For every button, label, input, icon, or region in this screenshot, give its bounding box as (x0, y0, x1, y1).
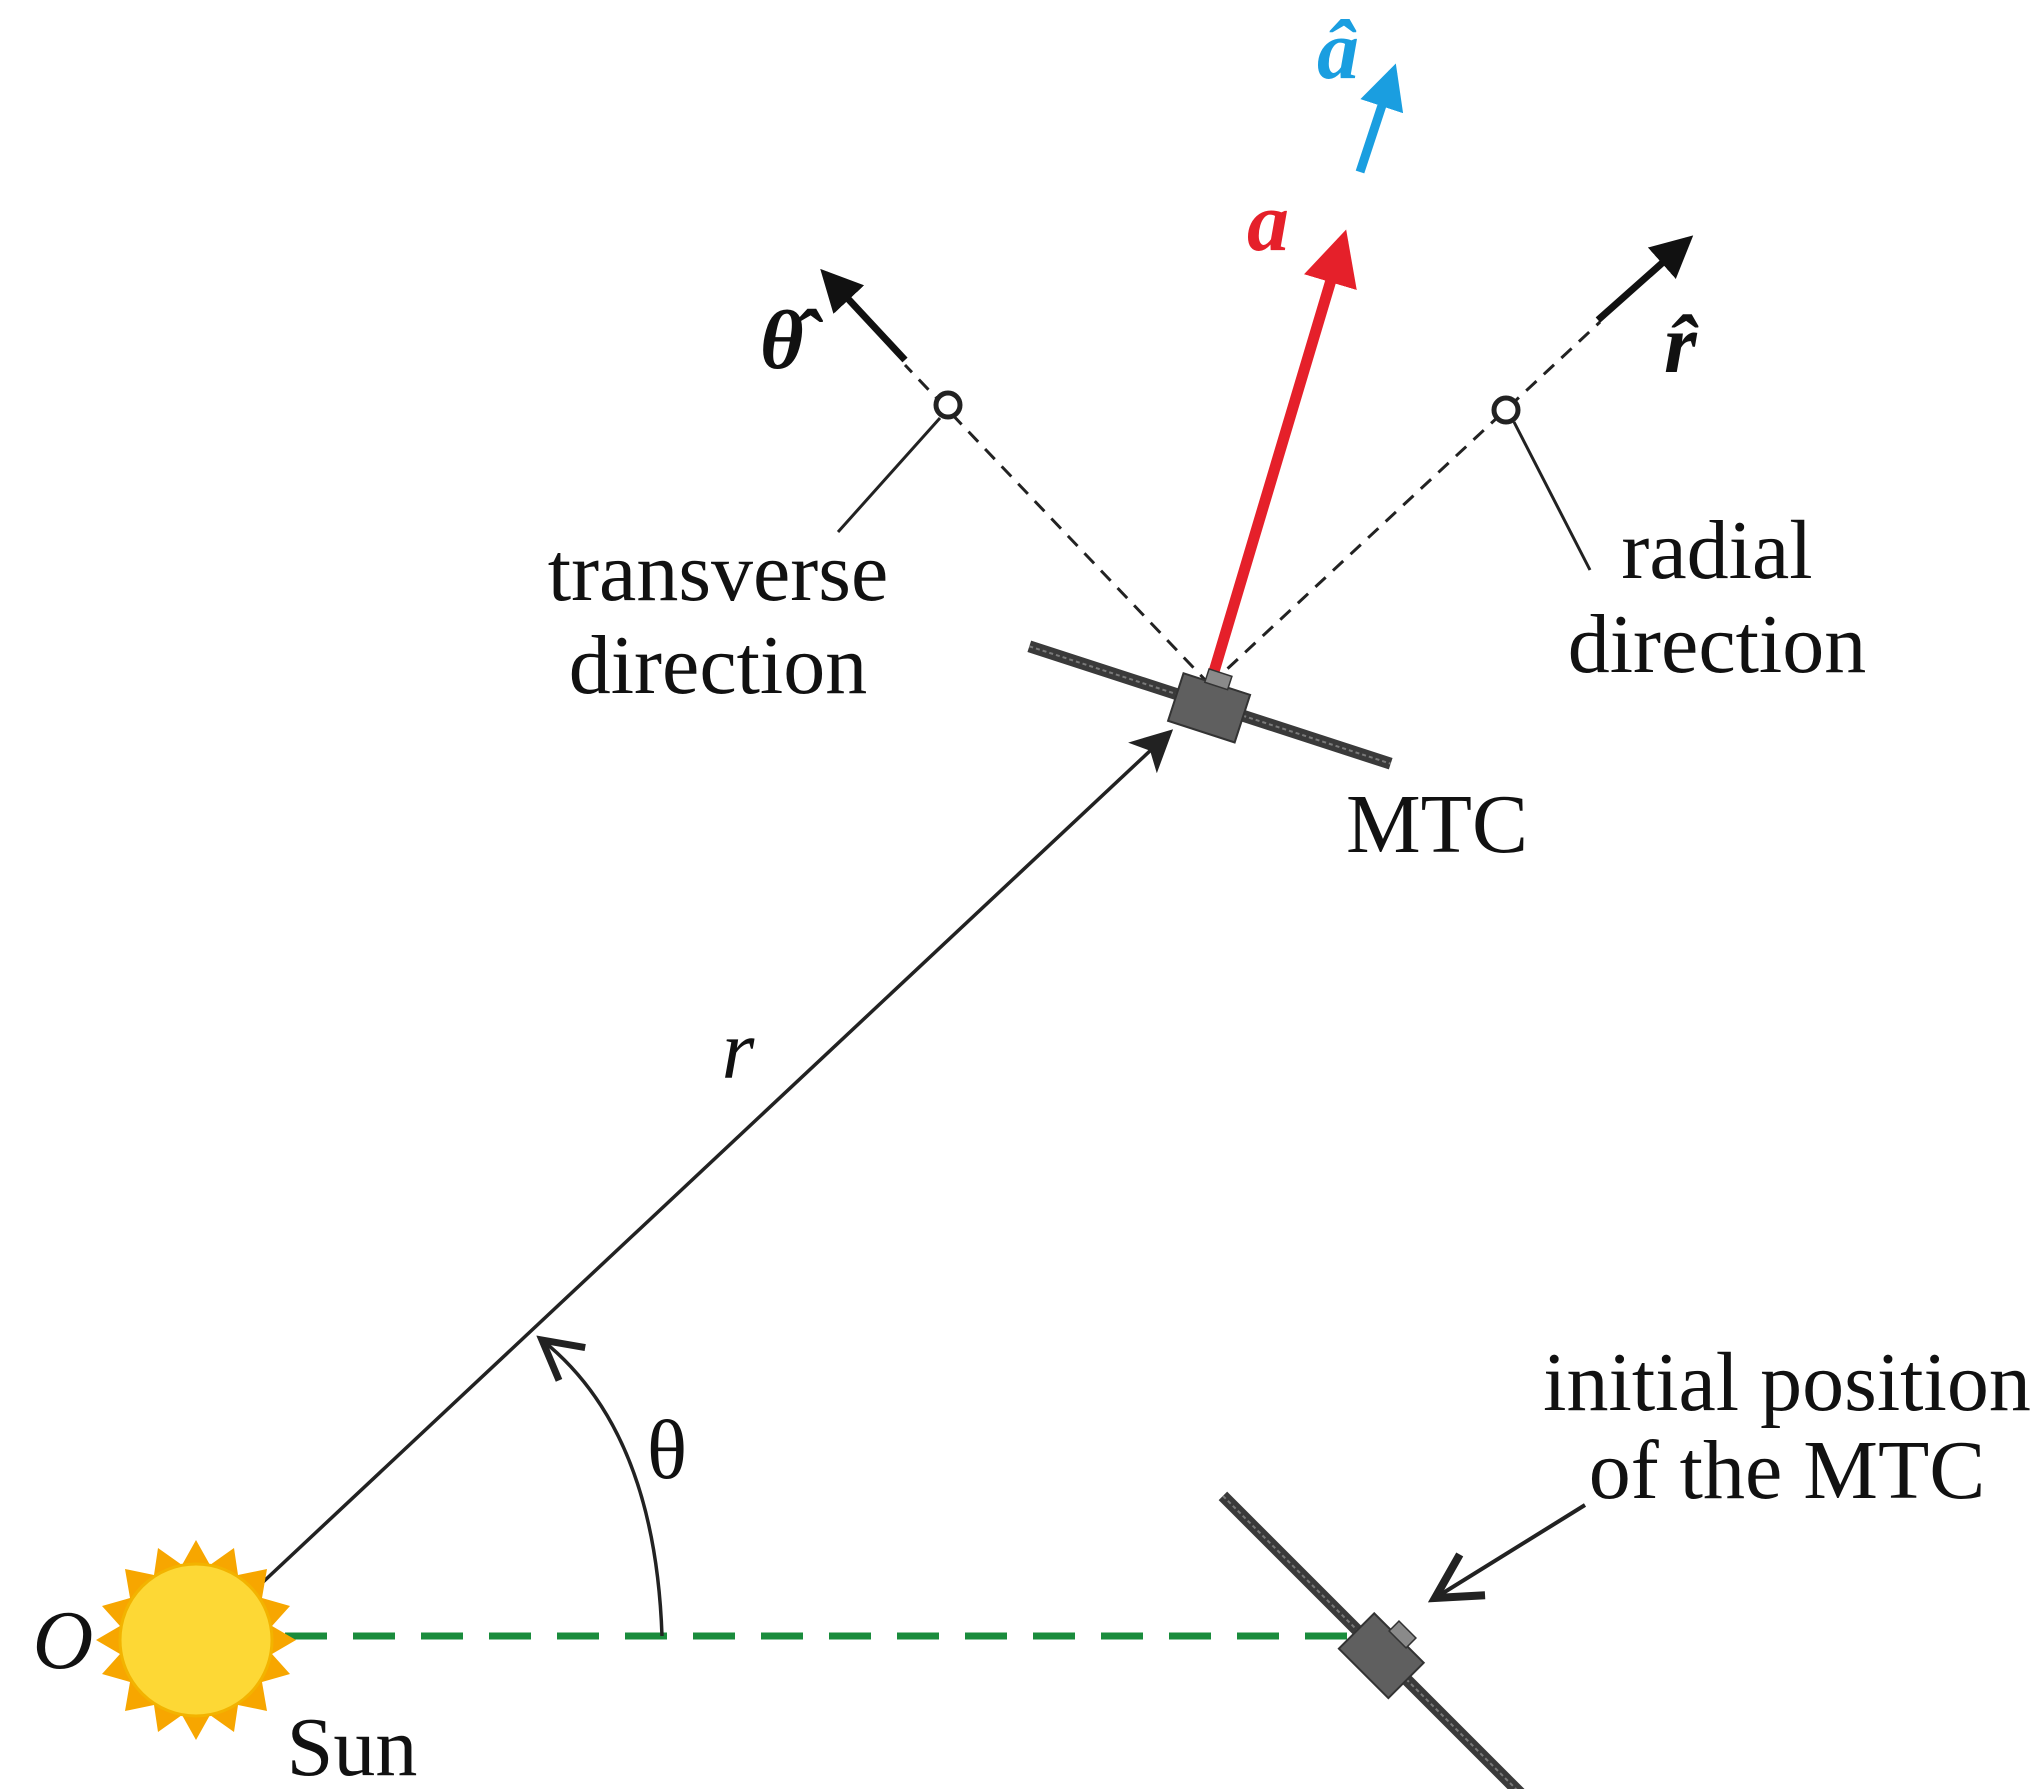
sun-label: Sun (287, 1701, 418, 1789)
position-vector-r (260, 729, 1174, 1585)
theta-hat-arrow (820, 268, 908, 363)
initial-spacecraft-icon (1218, 1491, 1546, 1789)
transverse-marker (933, 390, 963, 420)
acceleration-vector (1204, 229, 1357, 687)
theta-hat-label: θ̂ (760, 294, 824, 387)
origin-label: O (33, 1594, 94, 1687)
theta-label: θ (647, 1404, 687, 1497)
transverse-axis-line (903, 363, 1212, 687)
transverse-label-line1: transverse (548, 526, 889, 619)
radial-axis-line (1208, 320, 1602, 687)
sun-icon (96, 1540, 296, 1740)
initial-position-label-line1: initial position (1543, 1336, 2031, 1429)
transverse-leader (836, 416, 942, 534)
unit-acceleration-vector (1355, 63, 1404, 174)
r-hat-label: r̂ (1664, 298, 1699, 391)
radial-leader (1512, 421, 1592, 571)
radial-label-line2: direction (1568, 598, 1867, 691)
initial-position-label-line2: of the MTC (1589, 1424, 1986, 1517)
theta-angle-arc (542, 1340, 664, 1637)
radial-label-line1: radial (1621, 504, 1812, 597)
transverse-label-line2: direction (569, 619, 868, 712)
a-label: a (1247, 176, 1289, 269)
r-label: r (722, 1004, 755, 1097)
initial-position-pointer (1435, 1503, 1587, 1598)
r-hat-arrow (1595, 235, 1694, 323)
a-hat-label: â (1317, 4, 1359, 97)
radial-marker (1491, 395, 1521, 425)
mtc-label: MTC (1346, 778, 1528, 871)
spacecraft-icon (1027, 640, 1393, 770)
